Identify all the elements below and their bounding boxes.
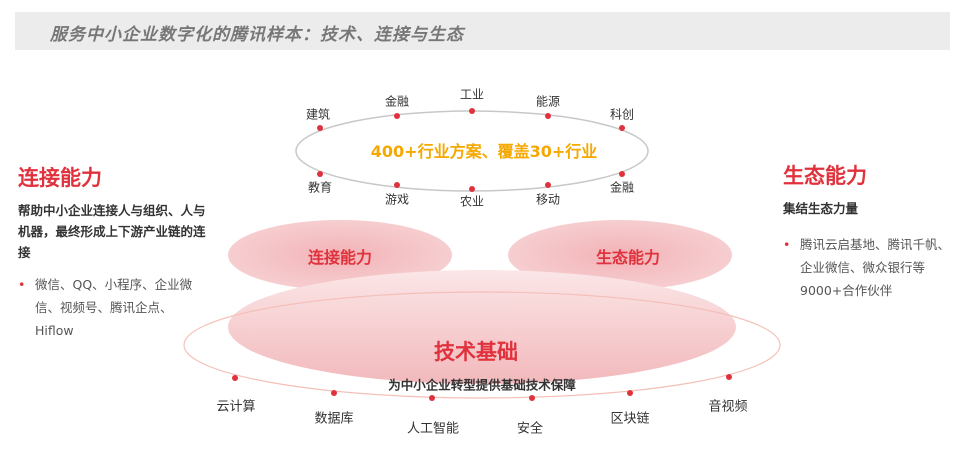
industry-label: 游戏 xyxy=(384,192,410,207)
tech-label: 音视频 xyxy=(708,399,748,415)
dot xyxy=(469,186,475,192)
tech-label: 数据库 xyxy=(314,411,354,427)
dot xyxy=(317,171,323,177)
ring-dots xyxy=(232,108,732,401)
base-ring xyxy=(183,291,781,399)
industry-label: 工业 xyxy=(459,87,485,102)
right-panel-bullet: 腾讯云启基地、腾讯千帆、企业微信、微众银行等9000+合作伙伴 xyxy=(783,233,958,302)
page-title: 服务中小企业数字化的腾讯样本：技术、连接与生态 xyxy=(50,25,464,45)
industry-label: 金融 xyxy=(609,180,635,195)
industry-label: 科创 xyxy=(609,107,635,122)
dot xyxy=(545,182,551,188)
industry-label: 能源 xyxy=(535,94,561,109)
right-panel-subtitle: 集结生态力量 xyxy=(783,201,859,216)
dot xyxy=(619,171,625,177)
connect-ellipse xyxy=(228,220,452,290)
dot xyxy=(529,395,535,401)
industry-label: 农业 xyxy=(459,194,485,209)
tech-base-subtitle: 为中小企业转型提供基础技术保障 xyxy=(388,377,576,393)
dot xyxy=(627,390,633,396)
industry-label: 建筑 xyxy=(305,107,331,122)
connect-label: 连接能力 xyxy=(307,248,373,267)
industry-summary: 400+行业方案、覆盖30+行业 xyxy=(370,142,598,161)
dot xyxy=(469,108,475,114)
dot xyxy=(429,395,435,401)
industry-label: 教育 xyxy=(307,180,333,195)
dot xyxy=(317,125,323,131)
ecosystem-label: 生态能力 xyxy=(595,248,661,267)
right-panel: 生态能力 集结生态力量 腾讯云启基地、腾讯千帆、企业微信、微众银行等9000+合… xyxy=(783,160,958,302)
industry-label: 移动 xyxy=(535,192,561,207)
dot xyxy=(232,375,238,381)
base-ellipse xyxy=(228,270,736,384)
dot xyxy=(726,374,732,380)
tech-label: 人工智能 xyxy=(406,421,460,437)
ecosystem-ellipse xyxy=(508,220,732,290)
dot xyxy=(545,113,551,119)
left-panel-subtitle: 帮助中小企业连接人与组织、人与机器，最终形成上下游产业链的连接 xyxy=(18,203,206,260)
dot xyxy=(619,125,625,131)
dot xyxy=(394,113,400,119)
left-panel-bullet: 微信、QQ、小程序、企业微信、视频号、腾讯企点、Hiflow xyxy=(18,273,208,342)
dot xyxy=(394,182,400,188)
right-panel-title: 生态能力 xyxy=(783,164,867,188)
tech-label: 安全 xyxy=(516,421,544,437)
tech-label: 区块链 xyxy=(610,411,650,427)
industry-label: 金融 xyxy=(384,94,410,109)
dot xyxy=(331,390,337,396)
tech-label: 云计算 xyxy=(216,399,256,415)
left-panel-title: 连接能力 xyxy=(18,166,102,190)
left-panel: 连接能力 帮助中小企业连接人与组织、人与机器，最终形成上下游产业链的连接 微信、… xyxy=(18,162,208,342)
header-bar: 服务中小企业数字化的腾讯样本：技术、连接与生态 xyxy=(15,12,950,50)
tech-base-title: 技术基础 xyxy=(434,340,518,364)
